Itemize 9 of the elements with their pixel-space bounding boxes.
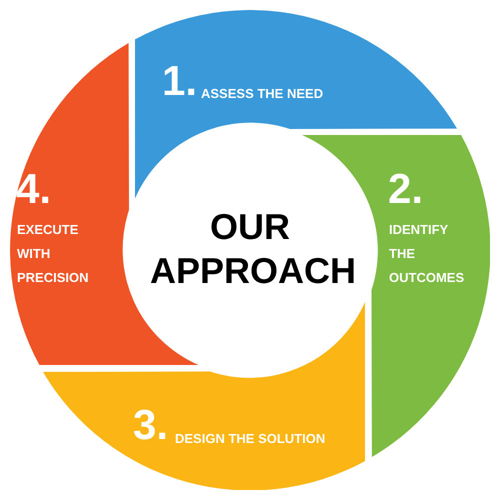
ring-segment (43, 302, 365, 490)
step-number: 1. (162, 60, 198, 102)
step-label: EXECUTE WITH PRECISION (17, 221, 90, 287)
step-label: IDENTIFY THE OUTCOMES (389, 221, 466, 287)
step-number: 3. (133, 404, 168, 446)
step-number: 2. (388, 168, 424, 210)
step-label: ASSESS THE NEED (201, 85, 324, 103)
step-number: 4. (16, 168, 52, 210)
step-label: DESIGN THE SOLUTION (175, 430, 326, 448)
